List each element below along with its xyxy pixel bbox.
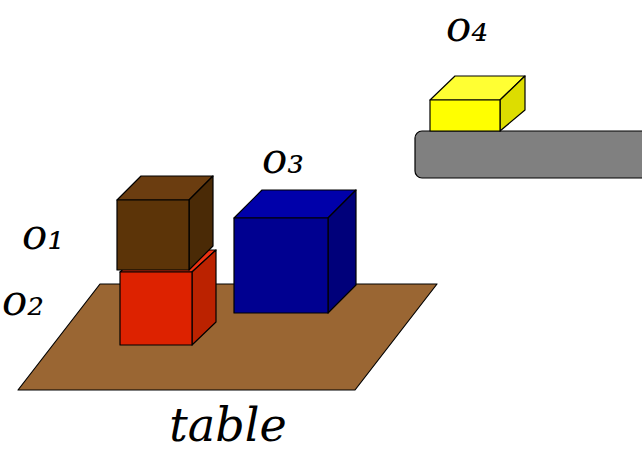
block-label: o₂ <box>2 280 44 322</box>
table-label: table <box>169 402 286 448</box>
brown-cube <box>117 176 213 270</box>
block-label: o₁ <box>22 214 64 256</box>
block-label: o₄ <box>446 6 488 48</box>
blue-cube <box>234 190 356 313</box>
table-surface <box>18 284 437 390</box>
shelf <box>415 131 642 178</box>
yellow-cube <box>430 76 525 131</box>
block-label: o₃ <box>262 138 304 180</box>
